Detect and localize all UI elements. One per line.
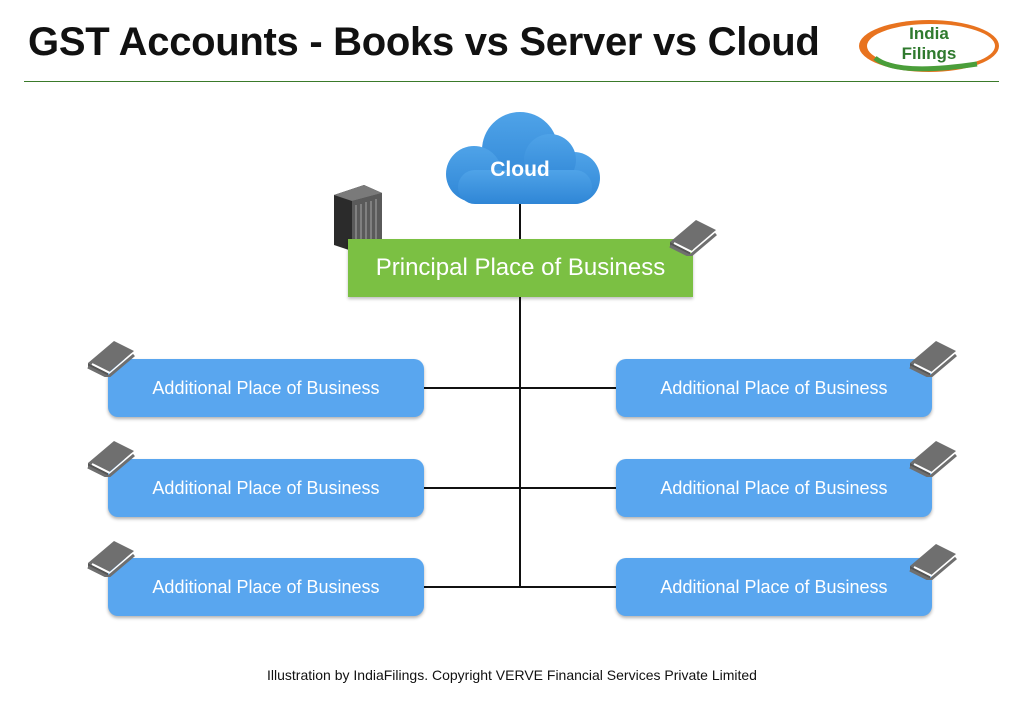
principal-place-box: Principal Place of Business <box>348 239 693 297</box>
cloud-node: Cloud <box>428 108 612 208</box>
book-icon <box>84 337 136 379</box>
logo-text: India Filings <box>901 24 957 63</box>
connector-trunk <box>519 296 521 588</box>
additional-place-label: Additional Place of Business <box>152 576 380 597</box>
additional-place-right-2: Additional Place of Business <box>616 459 932 517</box>
additional-place-label: Additional Place of Business <box>152 477 380 498</box>
book-icon <box>666 216 718 258</box>
additional-place-label: Additional Place of Business <box>152 377 380 398</box>
book-icon <box>84 537 136 579</box>
cloud-icon <box>446 112 600 204</box>
footer-credit: Illustration by IndiaFilings. Copyright … <box>267 667 757 683</box>
book-icon <box>906 337 958 379</box>
additional-place-label: Additional Place of Business <box>660 377 888 398</box>
header-divider <box>24 81 999 82</box>
book-icon <box>84 437 136 479</box>
additional-place-right-1: Additional Place of Business <box>616 359 932 417</box>
principal-place-label: Principal Place of Business <box>375 254 666 281</box>
additional-place-label: Additional Place of Business <box>660 576 888 597</box>
additional-place-left-2: Additional Place of Business <box>108 459 424 517</box>
additional-place-right-3: Additional Place of Business <box>616 558 932 616</box>
connector-branch-1 <box>424 387 618 389</box>
page-title: GST Accounts - Books vs Server vs Cloud <box>28 20 820 64</box>
additional-place-label: Additional Place of Business <box>660 477 888 498</box>
server-icon <box>330 183 384 253</box>
book-icon <box>906 540 958 582</box>
connector-branch-2 <box>424 487 618 489</box>
connector-cloud-principal <box>519 200 521 240</box>
book-icon <box>906 437 958 479</box>
additional-place-left-1: Additional Place of Business <box>108 359 424 417</box>
connector-branch-3 <box>424 586 618 588</box>
additional-place-left-3: Additional Place of Business <box>108 558 424 616</box>
indiafilings-logo-icon: India Filings <box>857 18 1001 74</box>
cloud-label: Cloud <box>490 158 550 181</box>
